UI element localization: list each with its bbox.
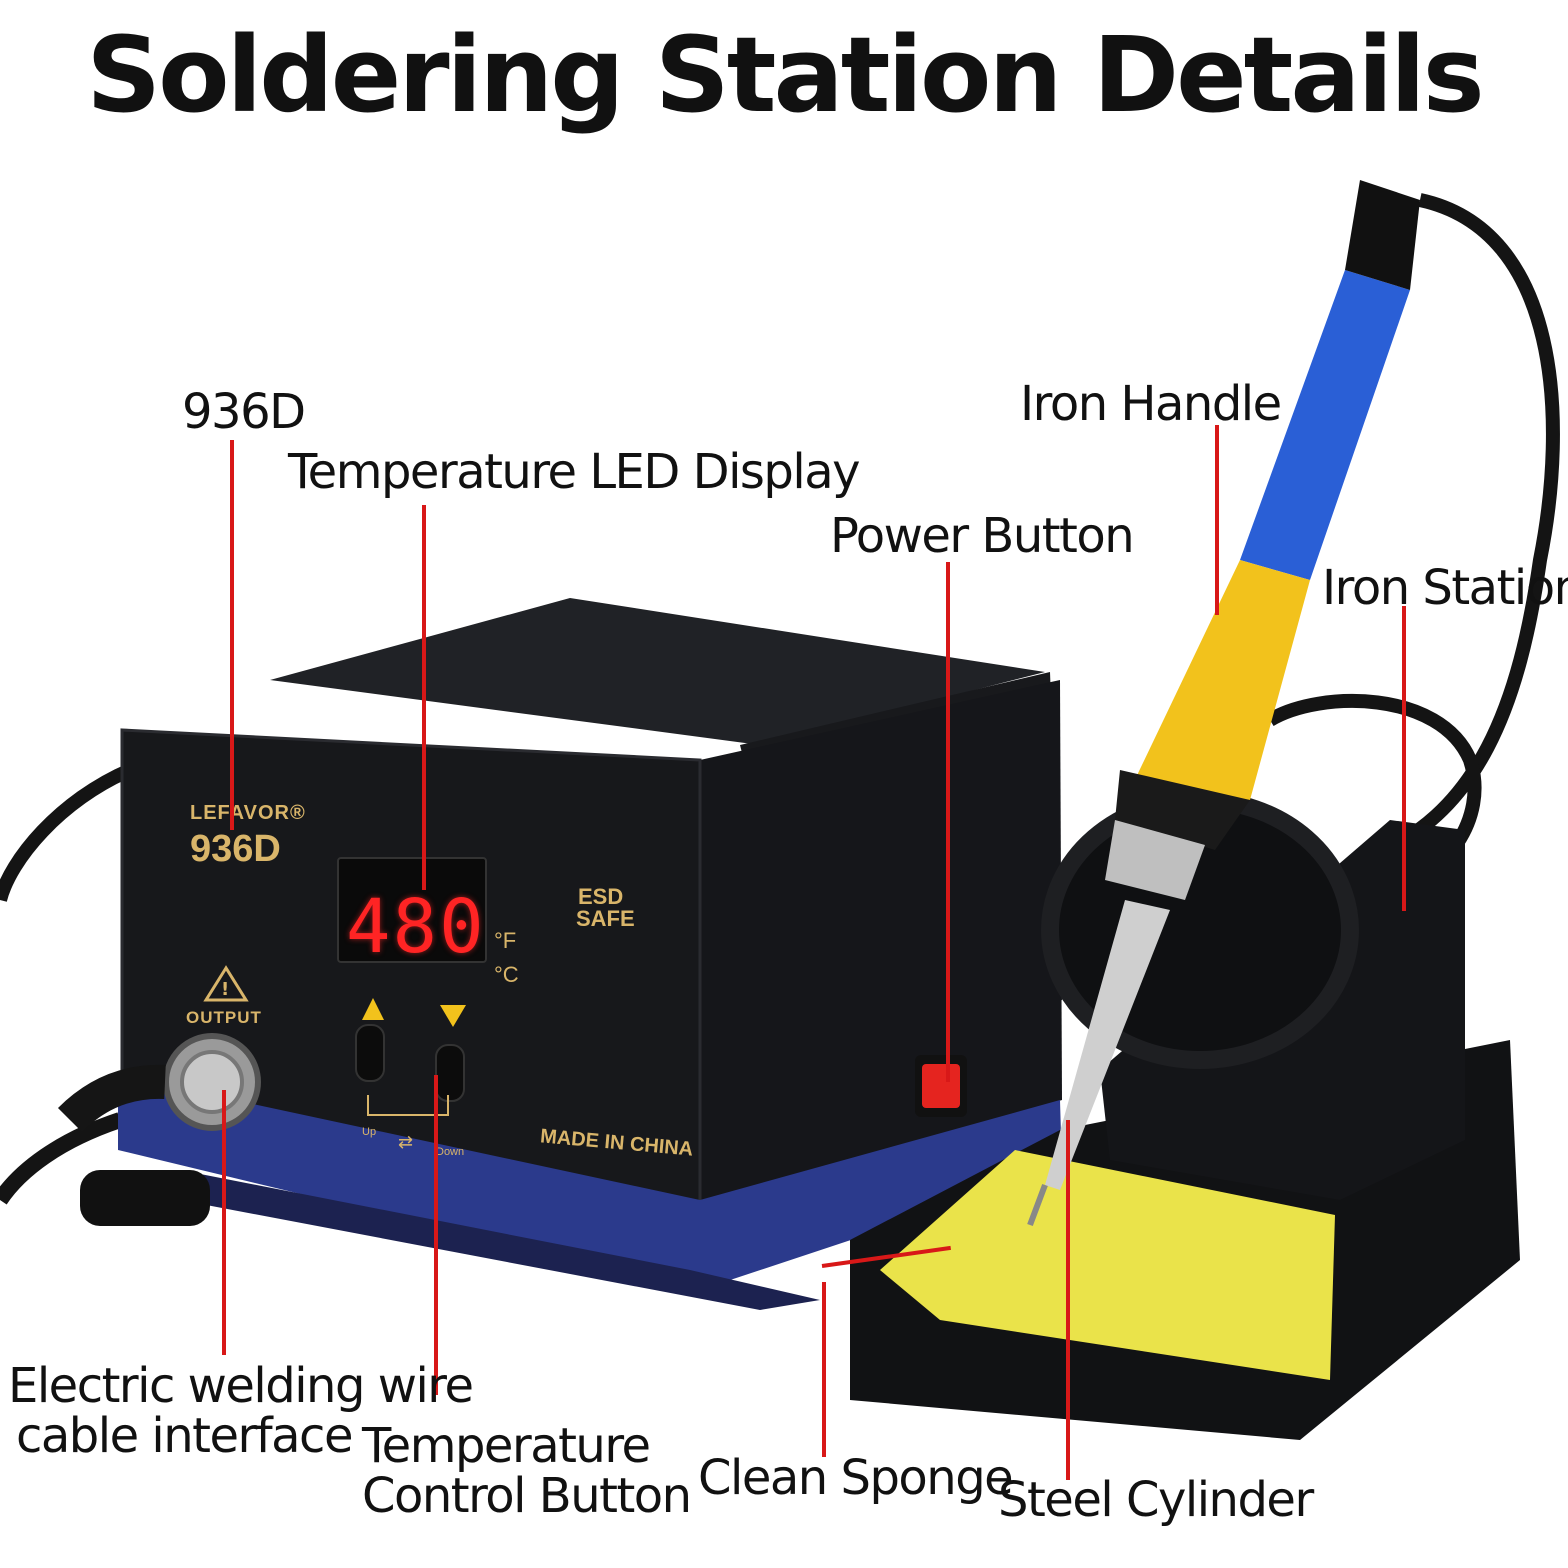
callout-power-button: Power Button (830, 508, 1135, 564)
leader-power-button (946, 562, 950, 1082)
led-window (337, 857, 487, 963)
sponge (880, 1150, 1335, 1380)
svg-text:⇄: ⇄ (398, 1132, 413, 1153)
leader-led-display (422, 505, 426, 890)
iron-handle-blue (1240, 270, 1410, 580)
brand-label: LEFAVOR® (190, 802, 306, 824)
unit-c: °C (494, 962, 519, 987)
up-arrow-icon (362, 998, 384, 1020)
up-button (355, 1024, 385, 1082)
temperature-readout: 480 (346, 884, 486, 970)
callout-clean-sponge: Clean Sponge (698, 1450, 1014, 1506)
callout-cable-interface-line2: cable interface (16, 1408, 353, 1464)
callout-cable-interface-line1: Electric welding wire (8, 1358, 474, 1414)
power-cord (1357, 193, 1560, 867)
iron-grip-yellow (1130, 560, 1310, 800)
up-label: Up (362, 1126, 377, 1138)
station-top (270, 598, 1045, 745)
callout-temp-control-line1: Temperature (362, 1418, 651, 1474)
model-print: 936D (190, 828, 281, 870)
station-base (118, 1075, 1062, 1290)
down-arrow-icon (440, 1005, 466, 1027)
output-label: OUTPUT (186, 1008, 262, 1027)
callout-steel-cylinder: Steel Cylinder (998, 1472, 1314, 1528)
page-title: Soldering Station Details (86, 14, 1484, 136)
station-side (700, 680, 1062, 1210)
leader-temp-control (434, 1075, 438, 1395)
callout-model: 936D (182, 384, 306, 440)
esd-label: ESD (578, 884, 624, 909)
output-cable (0, 1112, 123, 1205)
down-button (435, 1044, 465, 1102)
unit-f: °F (494, 928, 517, 953)
leader-cable-interface (222, 1090, 226, 1355)
svg-text:!: ! (221, 979, 229, 1000)
leader-clean-sponge-vertical (822, 1282, 826, 1457)
warning-icon (203, 965, 249, 1002)
callout-iron-handle: Iron Handle (1020, 376, 1282, 432)
leader-iron-station (1402, 606, 1406, 911)
iron-nut (1105, 820, 1205, 900)
callout-temp-control-line2: Control Button (362, 1468, 692, 1524)
leader-iron-handle (1215, 425, 1219, 615)
down-label: Down (436, 1146, 465, 1158)
iron-barrel (1045, 900, 1170, 1190)
callout-led-display: Temperature LED Display (288, 444, 861, 500)
rear-cable (0, 763, 133, 902)
leader-steel-cylinder (1066, 1120, 1070, 1480)
callout-iron-station: Iron Station (1322, 560, 1568, 616)
leader-model (230, 440, 234, 830)
safe-label: SAFE (576, 906, 635, 931)
